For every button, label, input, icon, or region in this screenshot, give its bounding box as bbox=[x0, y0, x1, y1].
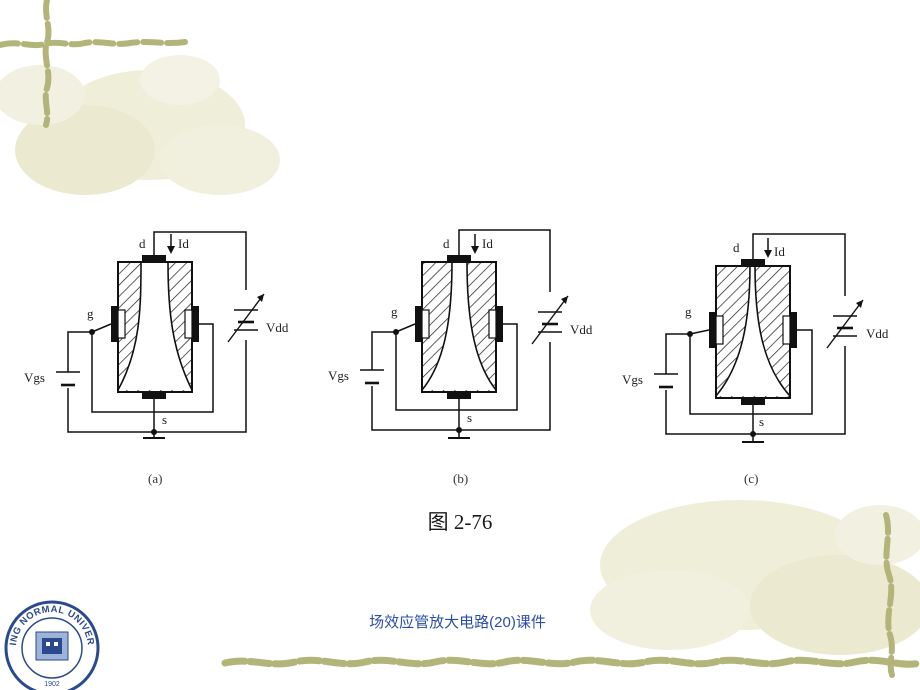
panel-b-labels: d Id g s Vdd Vgs (b) bbox=[328, 236, 593, 486]
panel-c-labels: d Id g s Vdd Vgs (c) bbox=[622, 240, 889, 486]
university-seal-logo: BEIJING NORMAL UNIVERSITY 1902 bbox=[2, 598, 100, 690]
panel-a-current-label: Id bbox=[178, 236, 189, 251]
panel-b-vdd-label: Vdd bbox=[570, 322, 593, 337]
panel-c-gate-label: g bbox=[685, 304, 692, 319]
panel-b bbox=[360, 229, 569, 439]
panel-a-gate-label: g bbox=[87, 306, 94, 321]
panel-a-source-label: s bbox=[162, 412, 167, 427]
panel-a-labels: d Id g s Vdd Vgs (a) bbox=[24, 236, 289, 486]
panel-b-gate-label: g bbox=[391, 304, 398, 319]
panel-c bbox=[654, 233, 864, 443]
footer-title: 场效应管放大电路(20)课件 bbox=[369, 614, 546, 631]
panel-a-vgs-label: Vgs bbox=[24, 370, 45, 385]
panel-b-drain-label: d bbox=[443, 236, 450, 251]
panel-b-caption: (b) bbox=[453, 471, 468, 486]
panel-b-vgs-label: Vgs bbox=[328, 368, 349, 383]
panel-c-vdd-label: Vdd bbox=[866, 326, 889, 341]
panel-b-source-label: s bbox=[467, 410, 472, 425]
panel-a bbox=[56, 231, 265, 439]
panel-c-vgs-label: Vgs bbox=[622, 372, 643, 387]
figure-panel: d Id g s Vdd Vgs (a) bbox=[0, 200, 920, 500]
vine-decoration-bottom bbox=[221, 656, 920, 668]
panel-c-source-label: s bbox=[759, 414, 764, 429]
fet-channel-diagram: d Id g s Vdd Vgs (a) bbox=[24, 229, 889, 486]
panel-a-vdd-label: Vdd bbox=[266, 320, 289, 335]
panel-c-drain-label: d bbox=[733, 240, 740, 255]
seal-year: 1902 bbox=[44, 681, 60, 688]
panel-b-current-label: Id bbox=[482, 236, 493, 251]
panel-c-caption: (c) bbox=[744, 471, 758, 486]
panel-a-drain-label: d bbox=[139, 236, 146, 251]
panel-a-caption: (a) bbox=[148, 471, 162, 486]
panel-c-current-label: Id bbox=[774, 244, 785, 259]
flower-decoration-top-left bbox=[0, 0, 280, 195]
figure-number: 图 2-76 bbox=[427, 510, 493, 534]
